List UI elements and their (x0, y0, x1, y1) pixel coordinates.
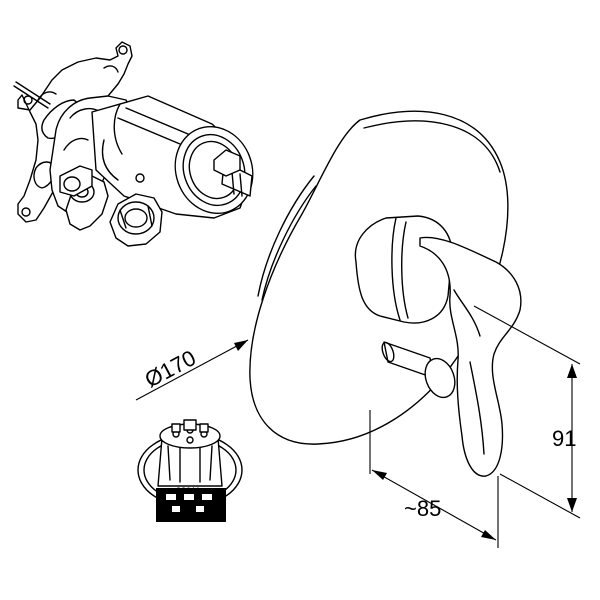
cartridge-illustration: 88011 (137, 419, 243, 522)
trim-plate-illustration (249, 110, 522, 477)
cartridge-part-number: 88011 (176, 486, 200, 496)
height-label: 91 (552, 426, 576, 451)
diameter-dimension: Ø170 (135, 339, 249, 401)
height-dimension: 91 (473, 305, 581, 519)
depth-label: ~85 (404, 496, 441, 521)
valve-body-illustration (13, 41, 254, 247)
depth-dimension: ~85 (369, 410, 499, 548)
diameter-label: Ø170 (141, 345, 200, 392)
